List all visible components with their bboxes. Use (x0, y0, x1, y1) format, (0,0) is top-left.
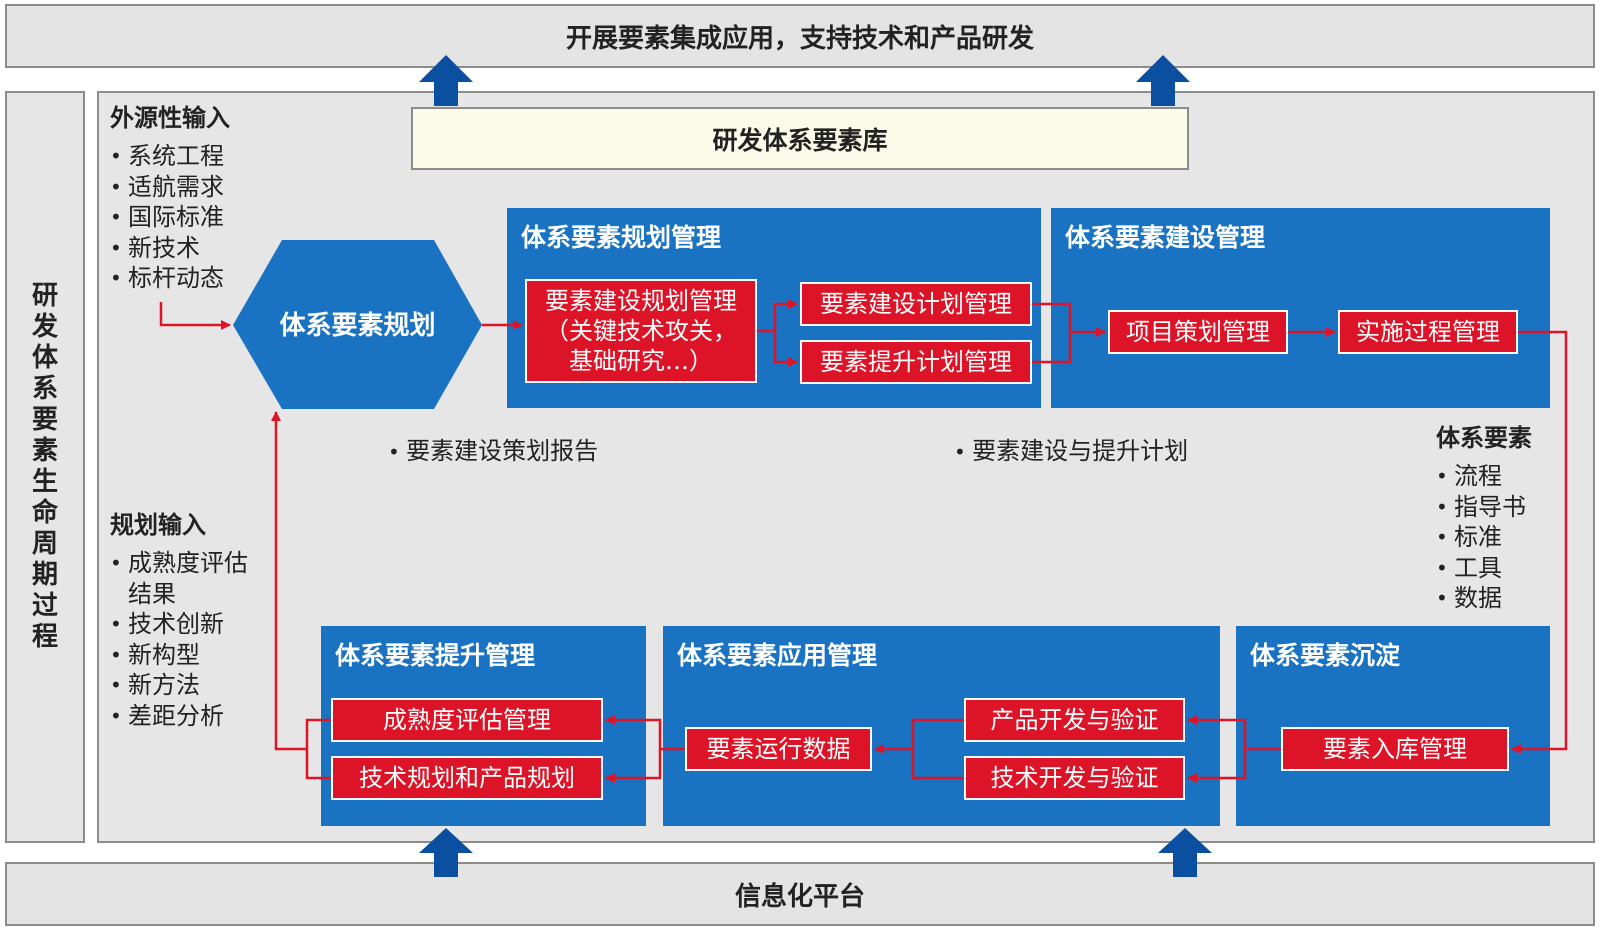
deposit-title: 体系要素沉淀 (1250, 641, 1401, 670)
side-char: 命 (31, 498, 58, 528)
list-item: 标准 (1436, 522, 1586, 553)
note-plan: 要素建设与提升计划 (954, 431, 1188, 466)
hexagon-label: 体系要素规划 (279, 311, 436, 341)
product-dev-box: 产品开发与验证 (964, 698, 1185, 742)
list-item: 系统工程 (110, 141, 300, 172)
side-char: 期 (31, 560, 58, 590)
list-item: 成熟度评估结果 (110, 548, 270, 609)
external-input-title: 外源性输入 (110, 104, 230, 132)
external-input-group: 外源性输入 系统工程 适航需求 国际标准 新技术 标杆动态 (110, 98, 300, 294)
project-plan-box: 项目策划管理 (1108, 310, 1288, 354)
list-item: 数据 (1436, 583, 1586, 614)
side-char: 过 (31, 591, 58, 621)
tech-dev-box: 技术开发与验证 (964, 756, 1185, 800)
storage-mgmt-box: 要素入库管理 (1281, 727, 1509, 771)
planning-input-group: 规划输入 成熟度评估结果 技术创新 新构型 新方法 差距分析 (110, 505, 270, 731)
side-char: 研 (31, 281, 58, 311)
upgrade-mgmt-title: 体系要素提升管理 (335, 641, 536, 670)
list-item: 工具 (1436, 553, 1586, 584)
list-item: 标杆动态 (110, 263, 300, 294)
list-item: 适航需求 (110, 172, 300, 203)
list-item: 流程 (1436, 461, 1586, 492)
list-item: 指导书 (1436, 492, 1586, 523)
list-item: 新技术 (110, 233, 300, 264)
application-mgmt-title: 体系要素应用管理 (677, 641, 878, 670)
top-banner: 开展要素集成应用，支持技术和产品研发 (5, 4, 1595, 68)
system-elements-group: 体系要素 流程 指导书 标准 工具 数据 (1436, 418, 1586, 614)
side-char: 发 (31, 312, 58, 342)
side-char: 体 (31, 343, 58, 373)
side-char: 系 (31, 374, 58, 404)
list-item: 技术创新 (110, 609, 270, 640)
side-char: 程 (31, 622, 58, 652)
planning-mgmt-title: 体系要素规划管理 (521, 223, 722, 252)
construction-mgmt-title: 体系要素建设管理 (1065, 223, 1266, 252)
note-report: 要素建设策划报告 (388, 431, 598, 466)
planning-input-title: 规划输入 (110, 511, 206, 539)
lifecycle-side-title: 研 发 体 系 要 素 生 命 周 期 过 程 (5, 91, 85, 843)
list-item: 国际标准 (110, 202, 300, 233)
system-elements-title: 体系要素 (1436, 424, 1532, 452)
tech-product-plan-box: 技术规划和产品规划 (331, 756, 603, 800)
maturity-mgmt-box: 成熟度评估管理 (331, 698, 603, 742)
bottom-banner: 信息化平台 (5, 862, 1595, 926)
build-plan-mgmt-main: 要素建设规划管理（关键技术攻关，基础研究…） (525, 279, 757, 383)
construction-mgmt-box: 体系要素建设管理 (1051, 208, 1550, 408)
build-plan-box: 要素建设计划管理 (800, 282, 1032, 326)
side-char: 素 (31, 436, 58, 466)
list-item: 新构型 (110, 640, 270, 671)
element-library: 研发体系要素库 (411, 107, 1189, 170)
side-char: 要 (31, 405, 58, 435)
side-char: 生 (31, 467, 58, 497)
side-char: 周 (31, 529, 58, 559)
upgrade-plan-box: 要素提升计划管理 (800, 340, 1032, 384)
list-item: 差距分析 (110, 701, 270, 732)
deposit-box: 体系要素沉淀 (1236, 626, 1550, 826)
run-data-box: 要素运行数据 (685, 727, 872, 771)
implementation-box: 实施过程管理 (1338, 310, 1518, 354)
list-item: 新方法 (110, 670, 270, 701)
